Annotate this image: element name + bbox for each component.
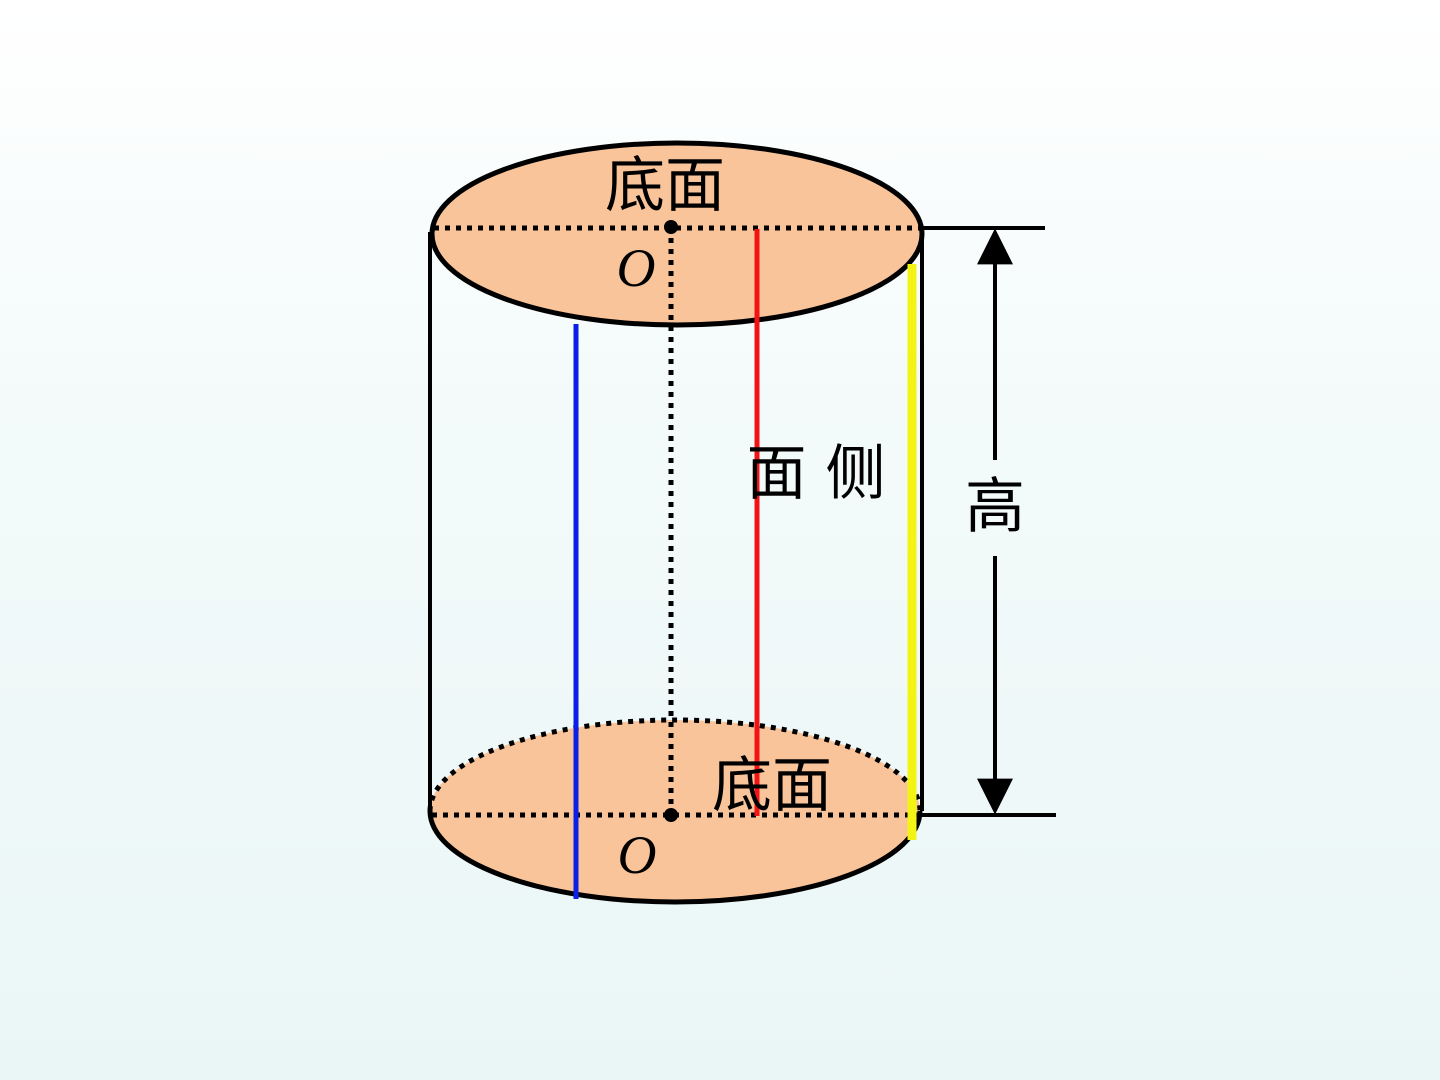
- top-center-point: [664, 220, 678, 234]
- bottom-base-front-arc: [427, 810, 923, 905]
- lateral-surface-label: 面 侧: [746, 439, 885, 509]
- height-label: 高: [965, 472, 1025, 542]
- bottom-center-label: O: [618, 825, 657, 885]
- top-base-label: 底面: [605, 151, 725, 221]
- bottom-base-back-arc: [427, 717, 923, 812]
- bottom-center-point: [664, 808, 678, 822]
- top-base: [429, 140, 925, 328]
- bottom-base-label: 底面: [712, 751, 832, 821]
- top-center-label: O: [617, 238, 656, 298]
